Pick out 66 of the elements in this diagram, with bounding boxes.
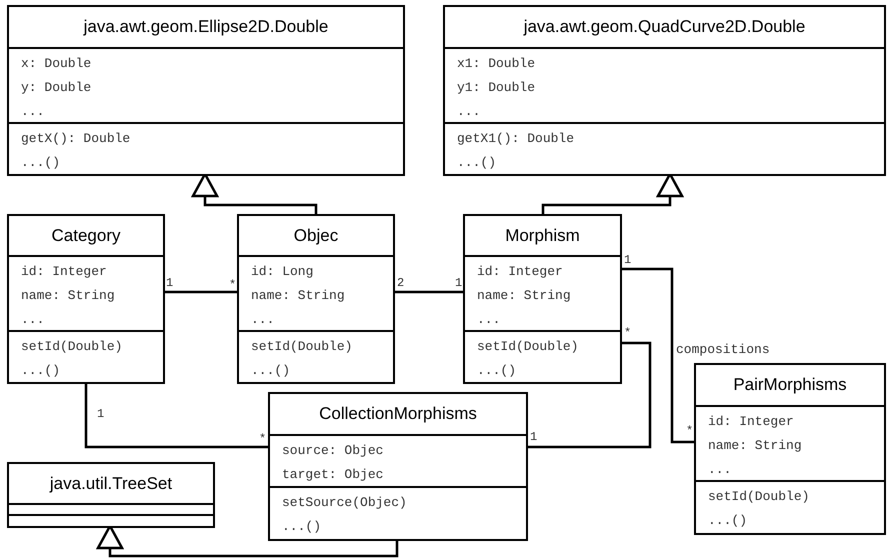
member-text: setId(Double): [708, 488, 810, 506]
member-text: name: String: [21, 287, 115, 305]
multiplicity-label: *: [229, 279, 236, 291]
member-text: id: Integer: [477, 263, 563, 281]
member-text: name: String: [477, 287, 571, 305]
class-name: java.awt.geom.Ellipse2D.Double: [84, 16, 328, 38]
multiplicity-label: *: [686, 425, 694, 437]
member-text: y: Double: [21, 79, 92, 97]
multiplicity-label: 1: [530, 431, 538, 443]
association-line: [528, 342, 652, 448]
multiplicity-label: 1: [97, 408, 104, 420]
member-text: setSource(Objec): [282, 494, 407, 512]
member-text: id: Long: [251, 263, 314, 281]
association-line: [165, 290, 237, 294]
member-text: ...: [251, 311, 274, 329]
class-name: Morphism: [505, 224, 580, 247]
class-box: [7, 214, 165, 384]
member-text: ...(): [708, 512, 748, 530]
member-text: getX(): Double: [21, 130, 130, 148]
member-text: ...(): [21, 362, 60, 380]
member-text: ...: [21, 311, 44, 329]
class-name: java.util.TreeSet: [50, 472, 172, 495]
class-box: [694, 363, 886, 535]
multiplicity-label: 1: [624, 254, 632, 266]
member-text: getX1(): Double: [457, 130, 574, 148]
member-text: source: Objec: [282, 442, 384, 460]
class-box: [268, 392, 528, 541]
member-text: setId(Double): [477, 338, 578, 356]
member-text: ...: [21, 103, 44, 121]
member-text: ...(): [282, 518, 322, 536]
member-text: name: String: [251, 287, 345, 305]
member-text: y1: Double: [457, 79, 536, 97]
member-text: name: String: [708, 437, 802, 455]
association-line: [84, 382, 268, 448]
class-name: Category: [52, 224, 120, 247]
class-name: Objec: [294, 224, 338, 247]
class-box: [7, 462, 215, 528]
member-text: ...(): [477, 362, 516, 380]
class-box: [237, 214, 395, 384]
member-text: id: Integer: [21, 263, 107, 281]
association-line: [395, 290, 463, 294]
member-text: setId(Double): [21, 338, 122, 356]
member-text: ...(): [251, 362, 290, 380]
member-text: setId(Double): [251, 338, 352, 356]
class-box: [463, 214, 622, 384]
member-text: x1: Double: [457, 55, 536, 73]
member-text: target: Objec: [282, 466, 384, 484]
member-text: ...: [708, 461, 732, 479]
member-text: x: Double: [21, 55, 92, 73]
class-name: PairMorphisms: [733, 374, 847, 396]
member-text: ...: [477, 311, 500, 329]
edge-label: compositions: [676, 341, 770, 359]
multiplicity-label: 1: [166, 277, 174, 289]
member-text: ...: [457, 103, 480, 121]
multiplicity-label: 1: [455, 277, 462, 289]
multiplicity-label: *: [624, 327, 632, 339]
member-text: ...(): [457, 154, 496, 172]
multiplicity-label: *: [259, 433, 266, 445]
member-text: id: Integer: [708, 413, 794, 431]
association-line: [622, 268, 694, 444]
class-name: java.awt.geom.QuadCurve2D.Double: [524, 16, 806, 38]
class-box: [443, 5, 886, 176]
member-text: ...(): [21, 154, 60, 172]
class-box: [7, 5, 405, 176]
multiplicity-label: 2: [397, 277, 404, 289]
class-name: CollectionMorphisms: [319, 403, 477, 426]
